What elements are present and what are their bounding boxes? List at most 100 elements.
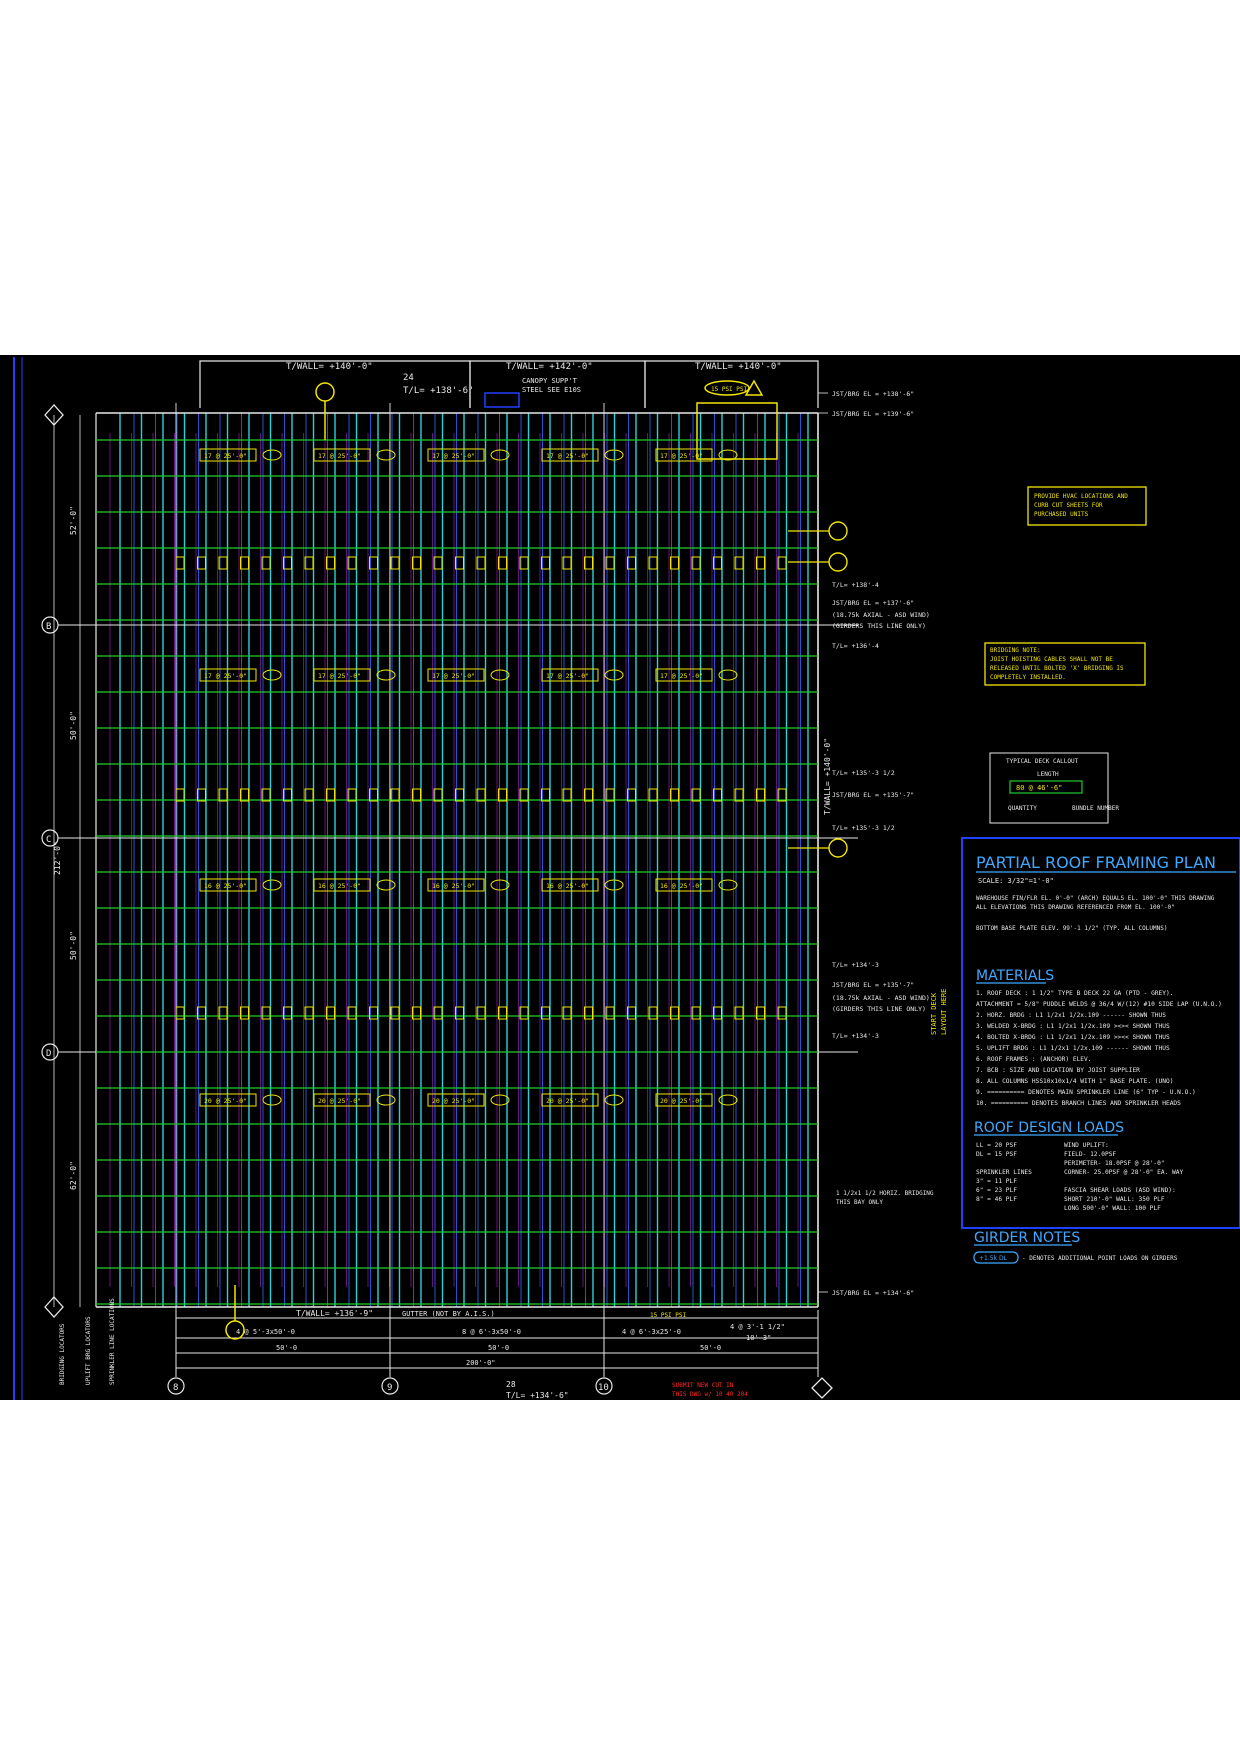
- horiz-bridging-2: THIS BAY ONLY: [836, 1199, 883, 1206]
- bottom-spacing-3: 4 @ 6'-3x25'-0: [622, 1328, 681, 1336]
- bridging-box: [691, 1006, 701, 1020]
- deck-tag: 17 @ 25'-0": [204, 672, 247, 680]
- bridging-box: [691, 788, 701, 802]
- bundle-tag: [604, 879, 624, 891]
- bundle-tag: [376, 449, 396, 461]
- grid-col-10: 10: [598, 1383, 609, 1393]
- load-item: FIELD- 12.0PSF: [1064, 1151, 1116, 1158]
- red-note-1: SUBMIT NEW CUT IN: [672, 1382, 734, 1389]
- bridging-box: [412, 556, 421, 570]
- bridging-box: [584, 788, 593, 802]
- bridging-box: [670, 1006, 679, 1020]
- bridging-box: [347, 788, 357, 802]
- bridging-box: [605, 1006, 615, 1020]
- bridging-box: [283, 1006, 292, 1020]
- grid-col-bubbles: [167, 1377, 613, 1395]
- bridging-box: [197, 1006, 206, 1020]
- bottom-grid-tag: 28: [506, 1380, 516, 1389]
- red-note-2: THIS DWG w/ 10 40 204: [672, 1391, 748, 1398]
- materials-item: 1. ROOF DECK : 1 1/2" TYPE B DECK 22 GA …: [976, 990, 1173, 997]
- bridging-box: [261, 788, 271, 802]
- right-elevation-label: T/L= +134'-3: [832, 1032, 879, 1040]
- horiz-bridging-1: 1 1/2x1 1/2 HORIZ. BRIDGING: [836, 1190, 934, 1197]
- bridging-note-4: COMPLETELY INSTALLED.: [990, 674, 1066, 681]
- deck-callout-title: TYPICAL DECK CALLOUT: [1006, 758, 1079, 765]
- bundle-tag: [718, 669, 738, 681]
- bridging-box: [756, 556, 765, 570]
- drawing-title: PARTIAL ROOF FRAMING PLAN: [976, 853, 1216, 872]
- bridging-box: [734, 1006, 744, 1020]
- bridging-box: [584, 1006, 593, 1020]
- left-dim-4: 62'-0": [69, 1161, 78, 1190]
- load-item: FASCIA SHEAR LOADS (ASD WIND):: [1064, 1187, 1176, 1194]
- bridging-box: [498, 556, 507, 570]
- bottom-dim-4: 10'-3": [746, 1334, 771, 1342]
- deck-tag-box: [427, 878, 485, 892]
- deck-tag-box: [427, 448, 485, 462]
- left-dim-1: 52'-0": [69, 506, 78, 535]
- right-bubble: [828, 521, 848, 541]
- load-item: DL = 15 PSF: [976, 1151, 1017, 1158]
- bridging-box: [455, 788, 464, 802]
- deck-tag-box: [313, 1093, 371, 1107]
- right-elevation-callouts: JST/BRG EL = +138'-6"JST/BRG EL = +139'-…: [788, 390, 930, 1297]
- bridging-box: [283, 556, 292, 570]
- right-elevation-label: T/L= +134'-3: [832, 961, 879, 969]
- bridging-box: [562, 1006, 572, 1020]
- bridging-box: [627, 788, 636, 802]
- bottom-bubble-callout: [225, 1285, 245, 1340]
- bottom-dim-total: 200'-0": [466, 1359, 496, 1367]
- bridging-box: [605, 556, 615, 570]
- bridging-box: [240, 556, 249, 570]
- materials-item: 7. BCB : SIZE AND LOCATION BY JOIST SUPP…: [976, 1067, 1140, 1074]
- left-diamond-markers: [44, 404, 833, 1399]
- girder-tag: +1.5k DL: [979, 1255, 1008, 1262]
- bundle-tag: [490, 879, 510, 891]
- deck-tag-box: [313, 448, 371, 462]
- bundle-tag: [262, 1094, 282, 1106]
- load-item: SHORT 210'-0" WALL: 350 PLF: [1064, 1196, 1165, 1203]
- bridging-box: [175, 556, 185, 570]
- grid-row-d: D: [46, 1049, 51, 1059]
- bridging-box: [519, 788, 529, 802]
- bundle-tag: [262, 669, 282, 681]
- psi-tag-top: 15 PSI PSI: [711, 386, 748, 393]
- deck-tag-box: [655, 668, 713, 682]
- bottom-spacing-2: 8 @ 6'-3x50'-0: [462, 1328, 521, 1336]
- deck-tag: 17 @ 25'-0": [318, 672, 361, 680]
- deck-tag: 20 @ 25'-0": [318, 1097, 361, 1105]
- deck-tag: 17 @ 25'-0": [204, 452, 247, 460]
- girder-note: - DENOTES ADDITIONAL POINT LOADS ON GIRD…: [1022, 1255, 1178, 1262]
- bridging-box: [304, 1006, 314, 1020]
- bridging-box: [476, 1006, 486, 1020]
- left-dim-total: 212'-0": [53, 841, 62, 875]
- bridging-box: [433, 1006, 443, 1020]
- right-bubble: [828, 838, 848, 858]
- deck-tag-box: [427, 1093, 485, 1107]
- deck-tag: 17 @ 25'-0": [432, 452, 475, 460]
- top-tl-elev: T/L= +138'-6": [403, 386, 473, 396]
- bundle-tag: [718, 1094, 738, 1106]
- deck-callout-length: LENGTH: [1037, 771, 1059, 778]
- right-elevation-label: JST/BRG EL = +135'-7": [832, 791, 914, 799]
- bridging-box: [412, 788, 421, 802]
- bridging-box: [713, 1006, 722, 1020]
- bridging-box: [627, 1006, 636, 1020]
- top-bubble-callout: [315, 379, 778, 460]
- left-dim-2: 50'-0": [69, 711, 78, 740]
- drawing-note-1: WAREHOUSE FIN/FLR EL. 0'-0" (ARCH) EQUAL…: [976, 895, 1215, 902]
- bridging-box: [390, 788, 400, 802]
- right-elevation-label: (GIRDERS THIS LINE ONLY): [832, 622, 926, 630]
- bridging-box: [756, 788, 765, 802]
- bridging-box: [541, 1006, 550, 1020]
- right-bubble: [828, 552, 848, 572]
- brg-note-2: UPLIFT BRG LOCATORS: [85, 1316, 92, 1385]
- bridging-box: [648, 1006, 658, 1020]
- drawing-note-2: ALL ELEVATIONS THIS DRAWING REFERENCED F…: [976, 904, 1175, 911]
- bridging-box: [670, 788, 679, 802]
- bridging-box: [369, 556, 378, 570]
- bridging-box: [347, 1006, 357, 1020]
- materials-item: 2. HORZ. BRDG : L1 1/2x1 1/2x.109 ------…: [976, 1012, 1166, 1019]
